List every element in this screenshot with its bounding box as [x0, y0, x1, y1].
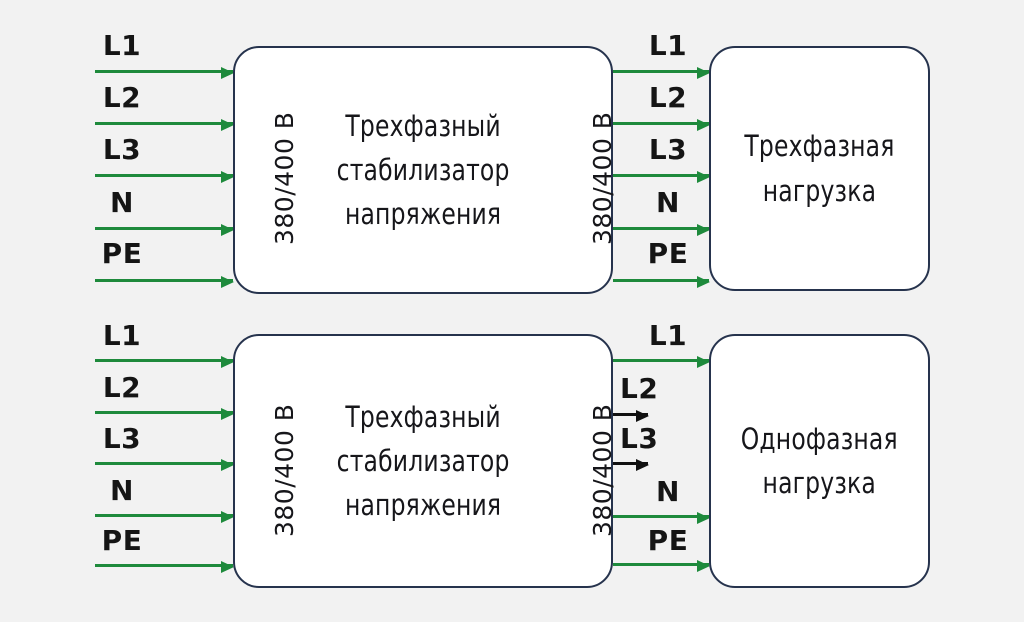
load-box-bottom: Однофазная нагрузка [709, 334, 930, 588]
input-label-n-top: N [110, 186, 134, 219]
input-wire-l1-bottom [95, 355, 234, 368]
input-wire-l1-top [95, 66, 234, 79]
input-label-pe-top: PE [101, 237, 143, 270]
input-wire-l2-bottom [95, 407, 234, 420]
stabilizer-title-bottom: Трехфазный стабилизатор напряжения [336, 399, 510, 523]
output-stub-l3-bottom [613, 458, 649, 471]
stabilizer-output-voltage-top: 380/400 В [588, 111, 617, 245]
stabilizer-input-voltage-bottom: 380/400 В [270, 403, 299, 537]
output-label-n-bottom: N [656, 475, 680, 508]
stabilizer-box-bottom: Трехфазный стабилизатор напряжения [233, 334, 613, 588]
input-label-l3-top: L3 [102, 133, 142, 166]
output-wire-l3-top [613, 170, 710, 183]
output-label-pe-bottom: PE [647, 524, 689, 557]
input-label-pe-bottom: PE [101, 524, 143, 557]
stabilizer-input-voltage-top: 380/400 В [270, 111, 299, 245]
input-wire-n-bottom [95, 510, 234, 523]
input-label-l2-top: L2 [102, 81, 142, 114]
input-label-n-bottom: N [110, 474, 134, 507]
input-label-l1-top: L1 [102, 29, 142, 62]
input-label-l2-bottom: L2 [102, 371, 142, 404]
load-title-top: Трехфазная нагрузка [744, 129, 895, 208]
output-wire-pe-top [613, 275, 710, 288]
output-label-pe-top: PE [647, 237, 689, 270]
output-wire-l1-bottom [613, 355, 710, 368]
input-wire-pe-top [95, 275, 234, 288]
output-wire-n-bottom [613, 511, 710, 524]
output-label-l2-bottom: L2 [620, 372, 659, 405]
input-wire-l2-top [95, 118, 234, 131]
output-wire-n-top [613, 223, 710, 236]
load-box-top: Трехфазная нагрузка [709, 46, 930, 291]
input-wire-l3-top [95, 170, 234, 183]
output-stub-l2-bottom [613, 409, 649, 422]
input-label-l1-bottom: L1 [102, 319, 142, 352]
output-label-l1-bottom: L1 [648, 319, 688, 352]
input-wire-n-top [95, 223, 234, 236]
output-label-l2-top: L2 [648, 81, 688, 114]
stabilizer-box-top: Трехфазный стабилизатор напряжения [233, 46, 613, 294]
input-wire-l3-bottom [95, 458, 234, 471]
output-wire-l2-top [613, 118, 710, 131]
load-title-bottom: Однофазная нагрузка [740, 421, 899, 500]
output-wire-pe-bottom [613, 559, 710, 572]
stabilizer-title-top: Трехфазный стабилизатор напряжения [336, 108, 510, 232]
output-wire-l1-top [613, 66, 710, 79]
input-label-l3-bottom: L3 [102, 422, 142, 455]
output-label-l3-bottom: L3 [620, 422, 659, 455]
output-label-l1-top: L1 [648, 29, 688, 62]
output-label-l3-top: L3 [648, 133, 688, 166]
input-wire-pe-bottom [95, 560, 234, 573]
output-label-n-top: N [656, 186, 680, 219]
